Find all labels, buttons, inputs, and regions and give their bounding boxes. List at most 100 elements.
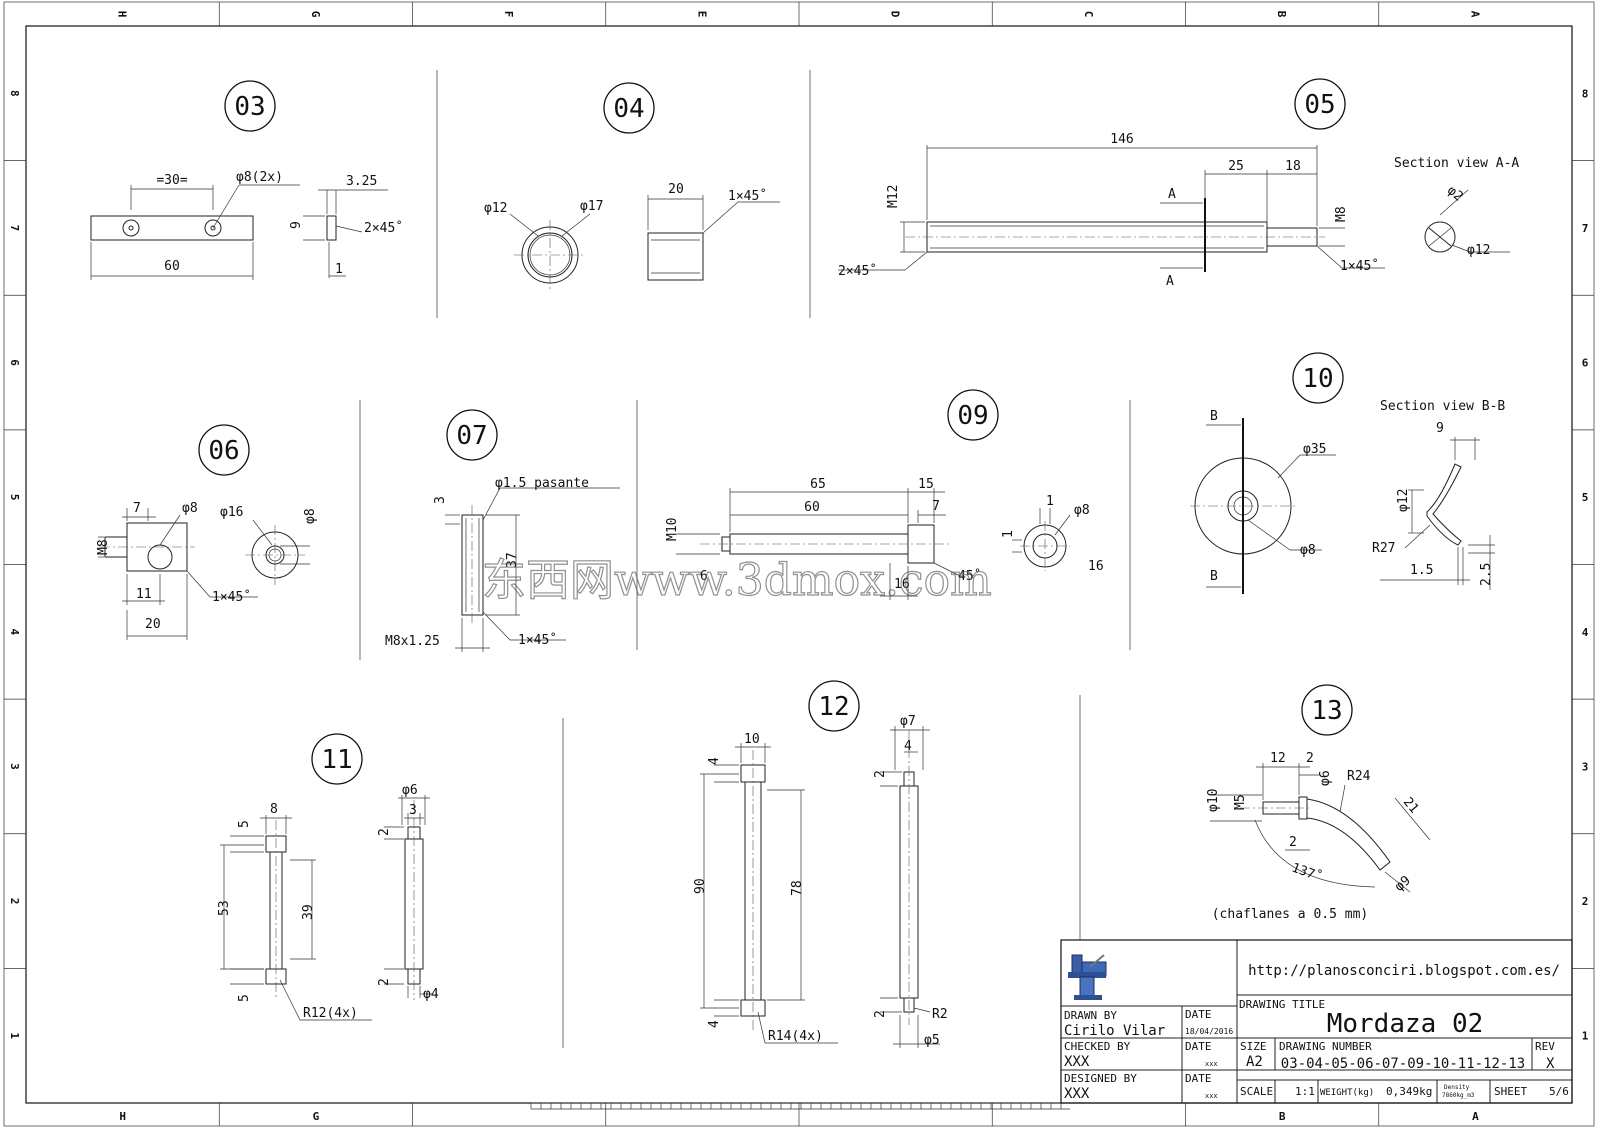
dim-12-78: 78 [790, 880, 805, 896]
drawn-by-value: Cirilo Vilar [1064, 1023, 1165, 1039]
dim-03-hole: φ8(2x) [236, 170, 283, 185]
dim-12-4b: 4 [707, 1020, 722, 1028]
view-13-bubble [1301, 684, 1353, 736]
dim-12-2b: 2 [873, 1010, 888, 1018]
dim-12-r2: R2 [932, 1007, 948, 1022]
dim-03-spacing: =30= [156, 173, 187, 188]
dim-09-d8: φ8 [1074, 503, 1090, 518]
dim-11-r12: R12(4x) [303, 1006, 358, 1021]
zone-row-right-2: 2 [1582, 895, 1589, 908]
dim-06-11: 11 [136, 587, 152, 602]
view-13-number: 13 [1311, 696, 1342, 726]
dim-13-d9: φ9 [1392, 873, 1414, 895]
part-03-plate [90, 215, 254, 241]
section-10-title: Section view B-B [1380, 399, 1505, 414]
dim-12-2a: 2 [873, 770, 888, 778]
dim-05-18: 18 [1285, 159, 1301, 174]
dim-05-m12: M12 [886, 185, 901, 208]
zone-row-right-6: 6 [1582, 357, 1589, 370]
view-03: 03 =30= φ8(2x) 3.25 9 2×45˚ 1 60 [90, 80, 403, 280]
dim-11-d4: φ4 [423, 987, 439, 1002]
dim-05-25: 25 [1228, 159, 1244, 174]
view-04-number: 04 [613, 94, 644, 124]
dim-04-d12: φ12 [484, 201, 507, 216]
dim-07-3: 3 [433, 496, 448, 504]
dim-04-len: 20 [668, 182, 684, 197]
drawing-title-label: DRAWING TITLE [1239, 998, 1325, 1011]
zone-row-right-7: 7 [1582, 222, 1589, 235]
view-05-number: 05 [1304, 90, 1335, 120]
dim-09-15: 15 [918, 477, 934, 492]
dim-10-d35: φ35 [1303, 442, 1326, 457]
view-07-number: 07 [456, 421, 487, 451]
zone-row-left-8: 8 [8, 90, 21, 97]
zone-col-bottom-B: B [1279, 1110, 1286, 1123]
scale-label: SCALE [1240, 1085, 1273, 1098]
zone-col-top-E: E [695, 11, 708, 18]
zone-row-left-7: 7 [8, 225, 21, 232]
zone-col-top-G: G [309, 11, 322, 18]
section-10-b-bottom: B [1210, 569, 1218, 584]
scale-value: 1:1 [1295, 1085, 1315, 1098]
sheet-label: SHEET [1494, 1085, 1527, 1098]
dim-06-7: 7 [133, 501, 141, 516]
dim-10-1-5: 1.5 [1410, 563, 1433, 578]
section-05-title: Section view A-A [1394, 156, 1519, 171]
designed-date-value: xxx [1205, 1092, 1218, 1100]
designed-by-value: XXX [1064, 1086, 1090, 1102]
dim-13-21: 21 [1400, 795, 1422, 817]
dim-06-d8: φ8 [182, 501, 198, 516]
dim-12-d7: φ7 [900, 714, 916, 729]
zone-row-left-5: 5 [8, 494, 21, 501]
checked-date-value: xxx [1205, 1060, 1218, 1068]
size-label: SIZE [1240, 1040, 1267, 1053]
rev-label: REV [1535, 1040, 1555, 1053]
designed-date-label: DATE [1185, 1072, 1212, 1085]
dim-11-8: 8 [270, 802, 278, 817]
view-09: 09 65 15 60 7 M10 6 16 45˚ 1 φ8 1 16 [665, 389, 1104, 600]
view-12: 12 10 4 90 78 4 R14(4x) φ7 4 2 2 R2 φ5 [693, 680, 948, 1048]
section-05-d2: φ2 [1444, 183, 1466, 205]
view-03-number: 03 [234, 92, 265, 122]
dim-11-2b: 2 [377, 978, 392, 986]
dim-09-45: 45˚ [958, 568, 981, 584]
dim-03-chamfer: 2×45˚ [364, 220, 403, 236]
dim-09-6: 6 [700, 569, 708, 584]
dim-06-d16: φ16 [220, 505, 243, 520]
view-06-number: 06 [208, 436, 239, 466]
dim-05-right-chamfer: 1×45˚ [1340, 258, 1379, 274]
view-11-number: 11 [321, 745, 352, 775]
view-06-bubble [198, 424, 250, 476]
weight-label: WEIGHT(kg) [1320, 1088, 1374, 1098]
dim-13-2a: 2 [1306, 751, 1314, 766]
rev-value: X [1546, 1056, 1555, 1072]
dim-12-4c: 4 [904, 739, 912, 754]
view-10-bubble [1292, 352, 1344, 404]
part-03-side [326, 215, 337, 241]
drawing-title: Mordaza 02 [1327, 1009, 1484, 1039]
watermark: 东西网www.3dmox.com [482, 555, 992, 606]
section-10-profile [1426, 463, 1462, 546]
view-04-bubble [603, 82, 655, 134]
sheet-value: 5/6 [1549, 1085, 1569, 1098]
dim-05-left-chamfer: 2×45˚ [838, 263, 877, 279]
zone-row-right-1: 1 [1582, 1030, 1589, 1043]
zone-col-top-D: D [889, 11, 902, 18]
drawing-number-label: DRAWING NUMBER [1279, 1040, 1372, 1053]
zone-row-right-5: 5 [1582, 491, 1589, 504]
dim-11-3: 3 [409, 803, 417, 818]
density-value: 7860kg_m3 [1442, 1092, 1475, 1099]
dim-12-4a: 4 [707, 757, 722, 765]
zone-grid [4, 2, 1594, 1126]
dim-04-d17: φ17 [580, 199, 603, 214]
dim-06-d8b: φ8 [303, 508, 318, 524]
zone-row-right-3: 3 [1582, 760, 1589, 773]
zone-col-top-H: H [116, 11, 129, 18]
dim-09-1b: 1 [1001, 530, 1016, 538]
dim-07-chamfer: 1×45˚ [518, 632, 557, 648]
view-11-bubble [311, 733, 363, 785]
dim-05-m8: M8 [1334, 206, 1349, 222]
dim-05-146: 146 [1110, 132, 1133, 147]
dim-11-2a: 2 [377, 828, 392, 836]
